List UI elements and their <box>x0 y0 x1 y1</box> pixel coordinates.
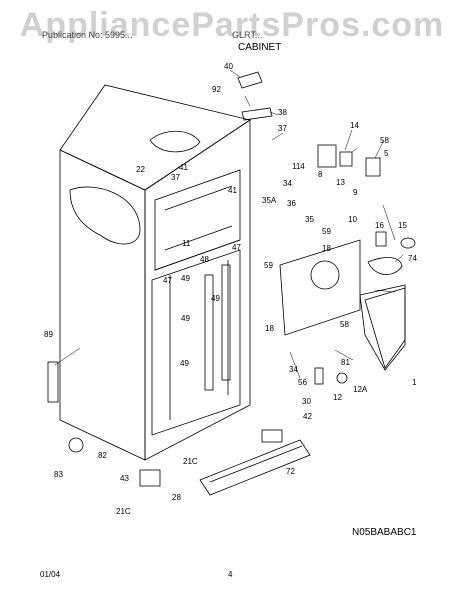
callout-49: 49 <box>181 274 190 283</box>
callout-14: 14 <box>350 121 359 130</box>
insulation-pad <box>69 186 141 245</box>
callout-83: 83 <box>54 470 63 479</box>
watermark-text: AppliancePartsPros.com <box>19 6 445 44</box>
callout-37: 37 <box>278 124 287 133</box>
callout-18: 18 <box>322 244 331 253</box>
leveling-foot <box>68 437 84 453</box>
callout-35A: 35A <box>262 196 277 205</box>
callout-30: 30 <box>302 397 311 406</box>
thermostat-bracket <box>317 144 337 168</box>
evaporator-cover <box>279 239 361 336</box>
callout-58: 58 <box>380 136 389 145</box>
callout-89: 89 <box>44 330 53 339</box>
cabinet-back-edge <box>144 119 251 461</box>
light-socket <box>375 231 387 247</box>
fresh-food-compartment <box>151 249 241 436</box>
callout-21C: 21C <box>183 457 198 466</box>
callout-47: 47 <box>232 243 241 252</box>
cover-assembly <box>364 287 406 369</box>
cabinet-top-panel <box>59 84 251 191</box>
thermostat <box>339 151 353 167</box>
callout-72: 72 <box>286 467 295 476</box>
callout-12A: 12A <box>353 385 368 394</box>
callout-9: 9 <box>353 188 358 197</box>
footer-date: 01/04 <box>40 570 61 579</box>
publication-number: Publication No: 5995... <box>42 30 133 40</box>
callout-22: 22 <box>136 165 145 174</box>
callout-81: 81 <box>341 358 350 367</box>
callout-47: 47 <box>163 276 172 285</box>
side-bracket <box>47 361 59 403</box>
callout-74: 74 <box>408 254 417 263</box>
top-hinge-cover <box>149 130 201 153</box>
callout-1: 1 <box>412 378 417 387</box>
callout-34: 34 <box>289 365 298 374</box>
shelf-support-left <box>204 274 214 391</box>
page-number: 4 <box>228 570 233 579</box>
callout-59: 59 <box>264 261 273 270</box>
callout-92: 92 <box>212 85 221 94</box>
callout-10: 10 <box>348 215 357 224</box>
callout-36: 36 <box>287 199 296 208</box>
callout-18: 18 <box>265 324 274 333</box>
callout-49: 49 <box>211 294 220 303</box>
callout-43: 43 <box>120 474 129 483</box>
small-clip <box>314 367 324 385</box>
callout-41: 41 <box>179 163 188 172</box>
callout-13: 13 <box>336 178 345 187</box>
callout-114: 114 <box>292 162 305 171</box>
hinge-bracket <box>241 107 273 121</box>
callout-59: 59 <box>322 227 331 236</box>
hinge-bottom <box>139 469 161 487</box>
light-shield <box>367 257 403 275</box>
callout-58: 58 <box>340 320 349 329</box>
callout-37: 37 <box>171 173 180 182</box>
callout-21C: 21C <box>116 507 131 516</box>
control-housing <box>359 284 406 371</box>
callout-49: 49 <box>181 314 190 323</box>
callout-5: 5 <box>384 149 389 158</box>
callout-12: 12 <box>333 393 342 402</box>
callout-15: 15 <box>398 221 407 230</box>
section-title: CABINET <box>238 42 282 53</box>
callout-40: 40 <box>224 62 233 71</box>
cabinet-side-panel <box>59 149 146 461</box>
callout-8: 8 <box>318 170 323 179</box>
damper-part <box>261 429 283 443</box>
callout-56: 56 <box>298 378 307 387</box>
callout-35: 35 <box>305 215 314 224</box>
shelf-support-right <box>221 264 231 381</box>
callout-42: 42 <box>303 412 312 421</box>
callout-49: 49 <box>180 359 189 368</box>
callout-16: 16 <box>375 221 384 230</box>
light-bulb <box>400 237 416 249</box>
callout-82: 82 <box>98 451 107 460</box>
callout-41: 41 <box>228 186 237 195</box>
switch-housing <box>365 157 381 177</box>
callout-34: 34 <box>283 179 292 188</box>
grommet <box>336 372 348 384</box>
callout-28: 28 <box>172 493 181 502</box>
toe-grille <box>199 439 311 496</box>
fan-opening <box>310 260 340 290</box>
top-bracket <box>237 71 263 89</box>
model-number: GLRT... <box>232 30 263 40</box>
diagram-code: N05BABABC1 <box>352 527 417 538</box>
callout-11: 11 <box>182 239 191 248</box>
callout-38: 38 <box>278 108 287 117</box>
callout-48: 48 <box>200 255 209 264</box>
